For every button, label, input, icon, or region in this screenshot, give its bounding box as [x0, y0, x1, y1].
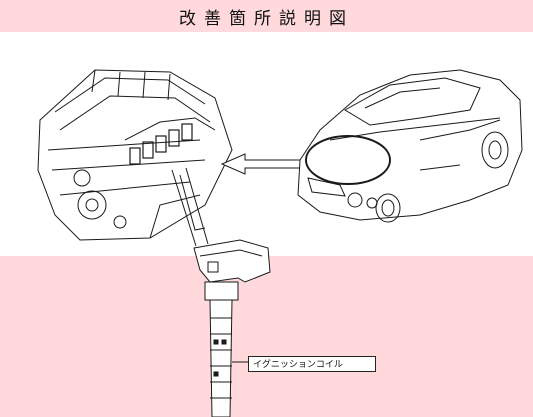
page-title: 改善箇所説明図 [179, 8, 354, 29]
leader-lines [171, 167, 209, 247]
ignition-coil-illustration [193, 239, 271, 417]
direction-arrow [220, 153, 301, 175]
engine-illustration [37, 69, 233, 241]
ignition-coil-label: イグニッションコイル [248, 356, 376, 372]
car-illustration [297, 69, 523, 223]
